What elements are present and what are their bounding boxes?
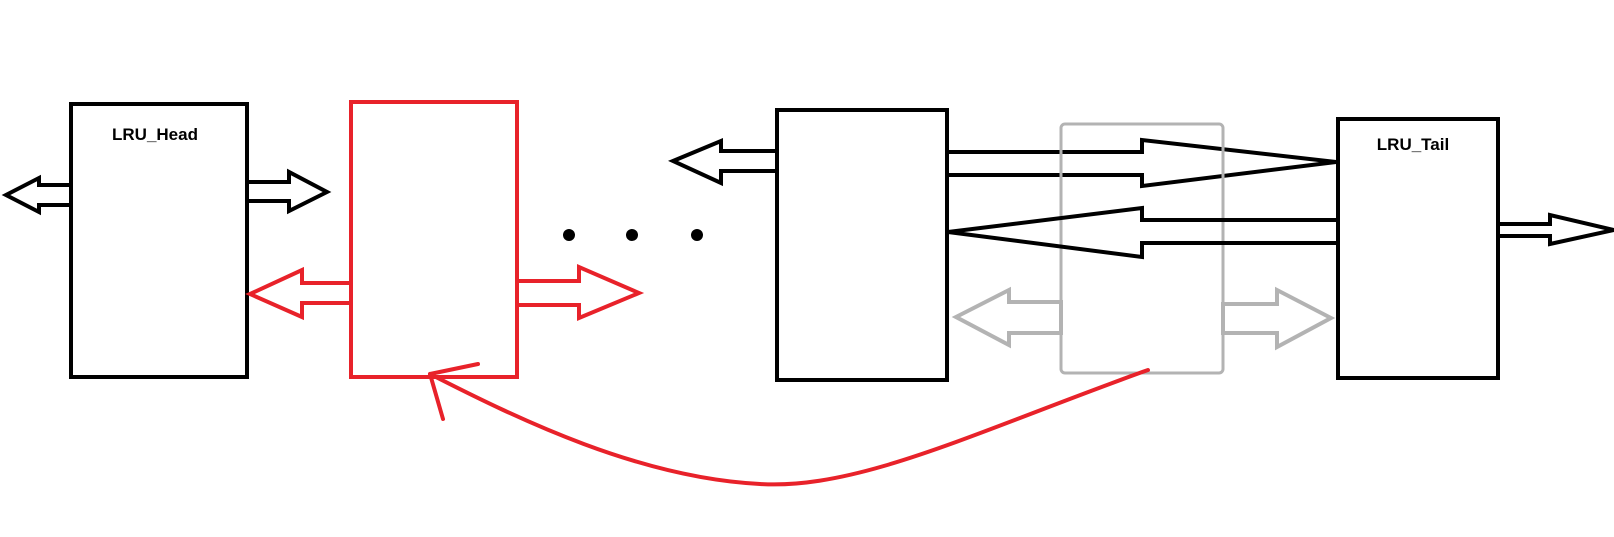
tail-node-box (1336, 117, 1500, 380)
move-arrowhead (428, 362, 480, 421)
head-node-box (69, 102, 249, 379)
moved-prev-arrow (245, 266, 353, 321)
move-curve (428, 368, 1150, 487)
head-node: LRU_Head (1, 102, 332, 379)
head-prev-arrow (1, 174, 73, 216)
tail-node: LRU_Tail (1336, 117, 1614, 380)
ellipsis-dot (563, 229, 575, 241)
moved-next-arrow (515, 263, 645, 321)
tail-next-arrow (1496, 212, 1614, 247)
middle-node-box (775, 108, 949, 382)
moved-node-box (349, 100, 519, 379)
middle-node (668, 108, 1337, 382)
middle-to-tail-arrow (945, 137, 1337, 189)
tail-to-middle-arrow (947, 205, 1340, 260)
tail-node-label: LRU_Tail (1377, 135, 1449, 154)
middle-prev-arrow (668, 138, 779, 187)
ellipsis (563, 229, 703, 241)
move-to-front-arrow (428, 362, 1150, 487)
removed-prev-arrow (951, 286, 1063, 349)
moved-node (245, 100, 645, 379)
ellipsis-dot (626, 229, 638, 241)
head-node-label: LRU_Head (112, 125, 198, 144)
ellipsis-dot (691, 229, 703, 241)
head-next-arrow (245, 168, 332, 215)
removed-next-arrow (1221, 286, 1336, 351)
